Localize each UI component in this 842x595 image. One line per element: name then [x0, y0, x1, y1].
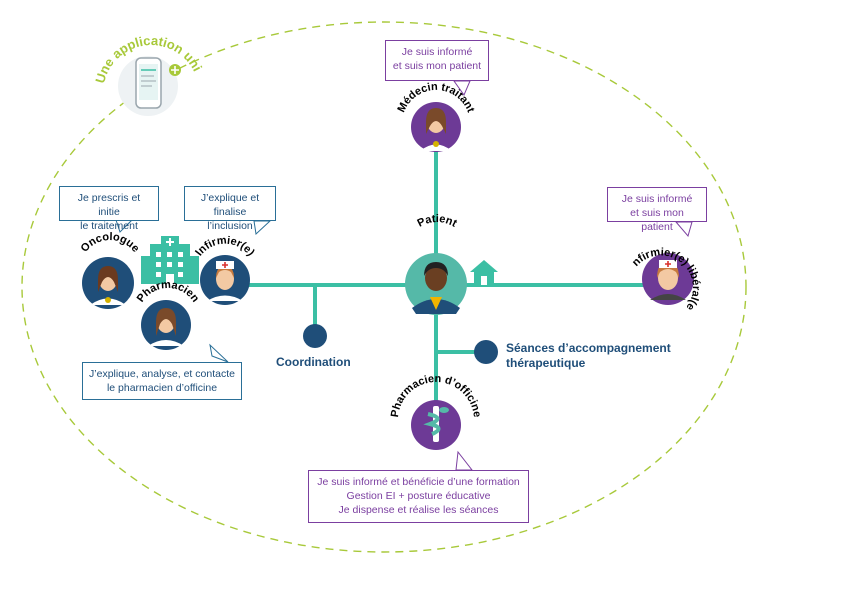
house-icon: [470, 260, 498, 285]
role-label-patient: Patient: [416, 213, 460, 230]
bubble-pharmacien-officine-line1: Je suis informé et bénéficie d’une forma…: [317, 476, 520, 488]
bubble-pharmacien-line2: le pharmacien d’officine: [106, 382, 218, 394]
bubble-infirmier-line2: finalise l’inclusion: [207, 206, 253, 232]
bubble-oncologue: Je prescris et initie le traitement: [59, 186, 159, 232]
bubble-pharmacien-officine: Je suis informé et bénéficie d’une forma…: [308, 470, 529, 523]
bubble-pharmacien-officine-line2: Gestion EI + posture éducative: [346, 490, 491, 502]
bubble-medecin: Je suis informé et suis mon patient: [385, 40, 489, 81]
pharmacien-avatar: [141, 300, 191, 350]
bubble-pharmacien-officine-line3: Je dispense et réalise les séances: [338, 504, 499, 516]
bubble-infirmier-liberal-line1: Je suis informé: [621, 193, 693, 205]
caduceus-icon: [423, 406, 449, 442]
oncologue-avatar: [82, 257, 134, 309]
infirmier-avatar: [200, 255, 250, 305]
bubble-oncologue-line1: Je prescris et initie: [77, 192, 141, 218]
bubble-pharmacien: J’explique, analyse, et contacte le phar…: [82, 362, 242, 400]
bubble-tails: [115, 80, 693, 471]
smartphone-icon: [118, 56, 181, 116]
network-boundary: [21, 21, 747, 553]
bubble-medecin-line1: Je suis informé: [401, 46, 473, 58]
bubble-infirmier-liberal: Je suis informé et suis mon patient: [607, 187, 707, 233]
bubble-infirmier: J’explique et finalise l’inclusion: [184, 186, 276, 232]
pharmacien-officine-avatar: [411, 400, 461, 450]
role-label-infirmier-liberal: Infirmier(e) libéral(e): [148, 0, 842, 314]
bubble-medecin-line2: et suis mon patient: [392, 60, 482, 72]
bubble-pharmacien-line1: J’explique, analyse, et contacte: [89, 368, 235, 380]
bubble-infirmier-liberal-line2: et suis mon patient: [630, 207, 684, 233]
coordination-node: [303, 324, 327, 348]
bubble-infirmier-line1: J’explique et: [200, 192, 260, 204]
seances-node: [474, 340, 498, 364]
seances-label-line1: Séances d’accompagnement: [506, 341, 671, 355]
hospital-icon: [141, 236, 199, 284]
patient-avatar: [405, 253, 467, 315]
infirmier-liberal-avatar: [642, 253, 694, 305]
role-label-oncologue: Oncologue: [79, 231, 142, 255]
seances-label-line2: thérapeutique: [506, 356, 586, 370]
bubble-oncologue-line2: le traitement: [80, 220, 138, 232]
coordination-label: Coordination: [276, 355, 351, 369]
medecin-avatar: [411, 102, 461, 152]
